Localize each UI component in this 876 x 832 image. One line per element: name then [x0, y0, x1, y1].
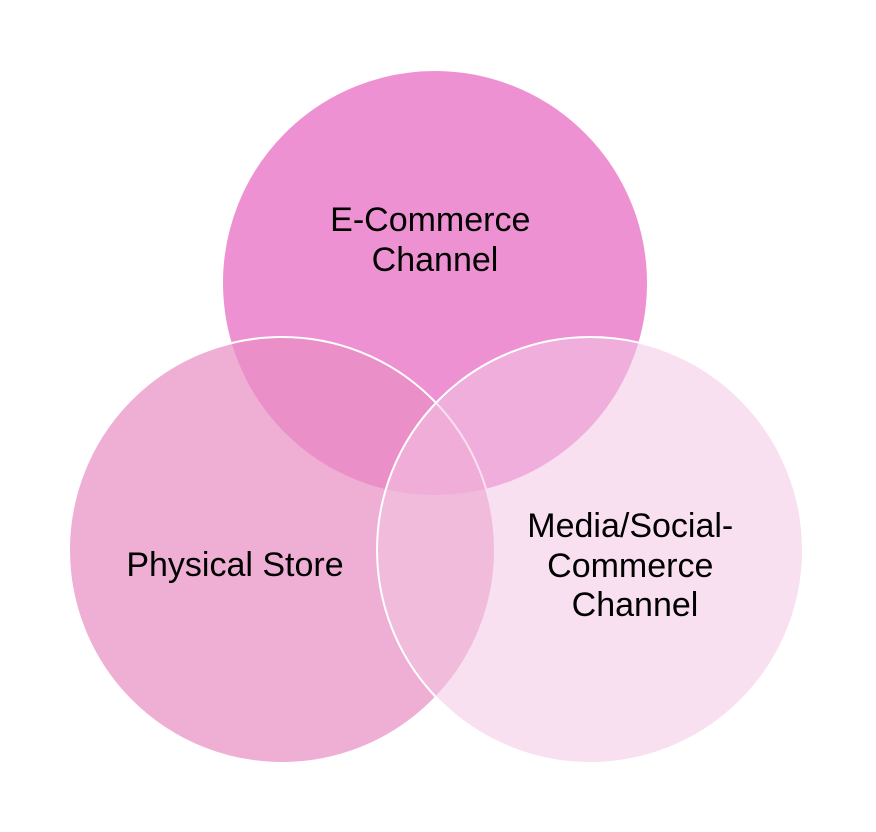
physical-store-label: Physical Store: [126, 546, 343, 584]
media-social-commerce-label: Media/Social- Commerce Channel: [527, 507, 742, 624]
ecommerce-label: E-Commerce Channel: [330, 201, 540, 279]
ecommerce-label-line-1: E-Commerce: [330, 201, 530, 239]
media-social-commerce-circle: [376, 336, 804, 764]
media-label-line-2: Commerce: [547, 547, 713, 585]
physical-store-label-line-1: Physical Store: [126, 546, 343, 584]
media-label-line-1: Media/Social-: [527, 507, 733, 545]
ecommerce-label-line-2: Channel: [372, 241, 499, 279]
media-label-line-3: Channel: [572, 586, 699, 624]
labels-layer: E-Commerce Channel Physical Store Media/…: [126, 201, 742, 624]
circles-layer: [68, 69, 804, 764]
